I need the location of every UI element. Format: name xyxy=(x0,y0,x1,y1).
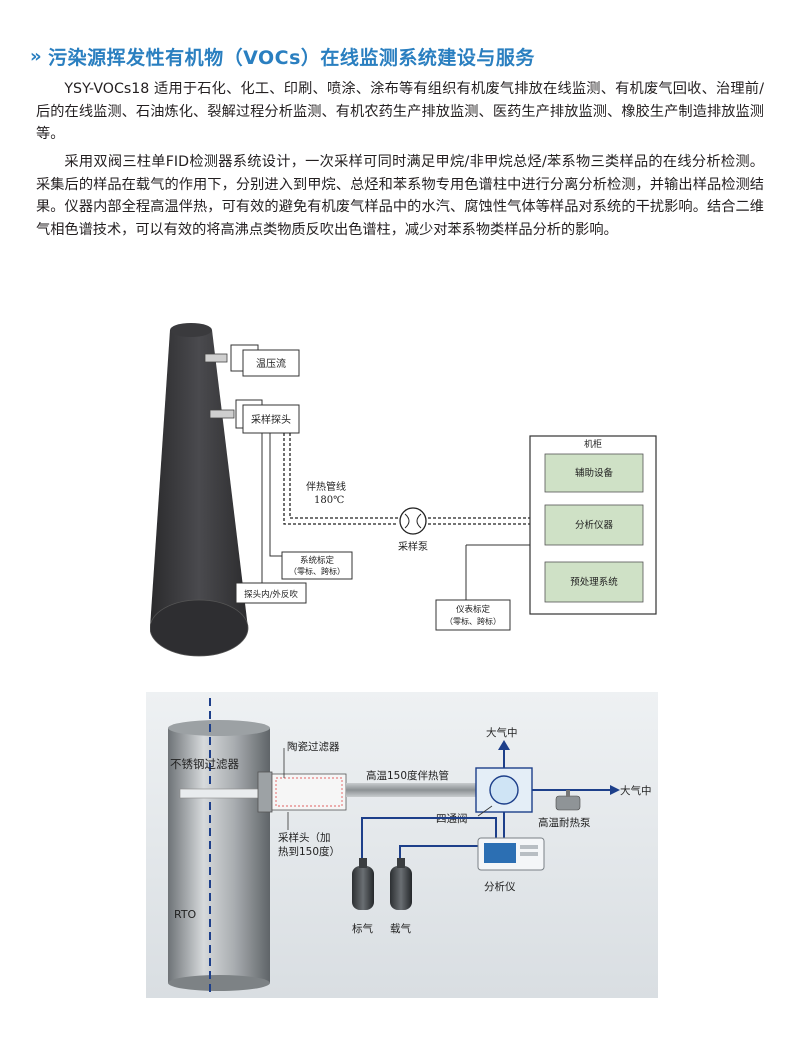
heat-resistant-pump-icon xyxy=(555,795,581,811)
arrow-up-icon xyxy=(498,740,510,750)
pre-label: 预处理系统 xyxy=(570,576,618,588)
inst-cal-sub-label: （零标、跨标） xyxy=(445,616,501,626)
probe-label-line1: 采样头（加 xyxy=(278,831,331,844)
atm-top-label: 大气中 xyxy=(486,726,518,739)
probe-blowback-box xyxy=(235,582,307,604)
rto-sampling-diagram: 不锈钢过滤器 RTO 陶瓷过滤器 高温150度伴热管 四通阀 大气中 大气中 高… xyxy=(146,692,658,998)
std-gas-label: 标气 xyxy=(352,922,373,935)
rto-label: RTO xyxy=(174,908,197,921)
carrier-gas-cylinder xyxy=(390,866,412,910)
temp-pressure-flow-label-box xyxy=(242,349,300,377)
paragraph-application: YSY-VOCs18 适用于石化、化工、印刷、喷涂、涂布等有组织有机废气排放在线… xyxy=(36,81,764,142)
pump-label: 采样泵 xyxy=(398,540,428,553)
sampling-probe-label-box xyxy=(242,404,300,434)
inst-cal-label: 仪表标定 xyxy=(456,604,491,615)
analyzer-label: 分析仪器 xyxy=(575,519,614,531)
chevron-right-icon: » xyxy=(30,45,43,67)
chimney-stack xyxy=(150,330,248,628)
sys-cal-sub-label: （零标、跨标） xyxy=(289,566,345,576)
ceramic-filter-box xyxy=(271,773,347,811)
heat-temp-label: 180℃ xyxy=(314,495,344,506)
cabinet-label: 机柜 xyxy=(584,438,602,450)
aux-label: 辅助设备 xyxy=(575,467,614,479)
instrument-calibration-box xyxy=(435,599,511,631)
section-heading-text: 污染源挥发性有机物（VOCs）在线监测系统建设与服务 xyxy=(48,46,535,69)
pretreatment-box xyxy=(544,561,644,603)
rto-pipe xyxy=(168,728,270,983)
analyzer-box xyxy=(544,504,644,546)
pump-label: 高温耐热泵 xyxy=(538,816,591,829)
stack-sampling-diagram: 温压流 采样探头 伴热管线 180℃ 采样泵 系统标定 （零标、跨标） 探头内/… xyxy=(150,323,657,657)
standard-gas-cylinder xyxy=(352,866,374,910)
analyzer-label: 分析仪 xyxy=(484,880,516,893)
heat-line-label: 伴热管线 xyxy=(306,480,346,493)
valve-circle-icon xyxy=(489,775,519,805)
sys-cal-label: 系统标定 xyxy=(300,555,335,566)
probe-label: 采样探头 xyxy=(251,413,291,426)
heated-pipe-label: 高温150度伴热管 xyxy=(366,769,449,782)
sampling-pump-icon xyxy=(399,507,427,535)
filter-ss-label: 不锈钢过滤器 xyxy=(170,757,239,771)
atm-right-label: 大气中 xyxy=(620,784,652,797)
probe-label-line2: 热到150度） xyxy=(278,845,340,858)
arrow-right-icon xyxy=(610,785,620,795)
chimney-top xyxy=(170,323,212,337)
probe-flange xyxy=(257,771,273,813)
chimney-bottom xyxy=(150,599,249,657)
section-heading: » 污染源挥发性有机物（VOCs）在线监测系统建设与服务 xyxy=(30,42,535,70)
system-calibration-box xyxy=(281,551,353,580)
paragraph-design: 采用双阀三柱单FID检测器系统设计，一次采样可同时满足甲烷/非甲烷总烃/苯系物三… xyxy=(36,154,764,238)
blowback-label: 探头内/外反吹 xyxy=(244,589,298,600)
thp-label: 温压流 xyxy=(256,357,286,370)
heat-trace-line xyxy=(289,433,398,519)
aux-equipment-box xyxy=(544,453,644,493)
carrier-gas-label: 载气 xyxy=(390,922,411,935)
ceramic-filter-label: 陶瓷过滤器 xyxy=(287,740,340,753)
heated-pipe xyxy=(346,783,476,797)
